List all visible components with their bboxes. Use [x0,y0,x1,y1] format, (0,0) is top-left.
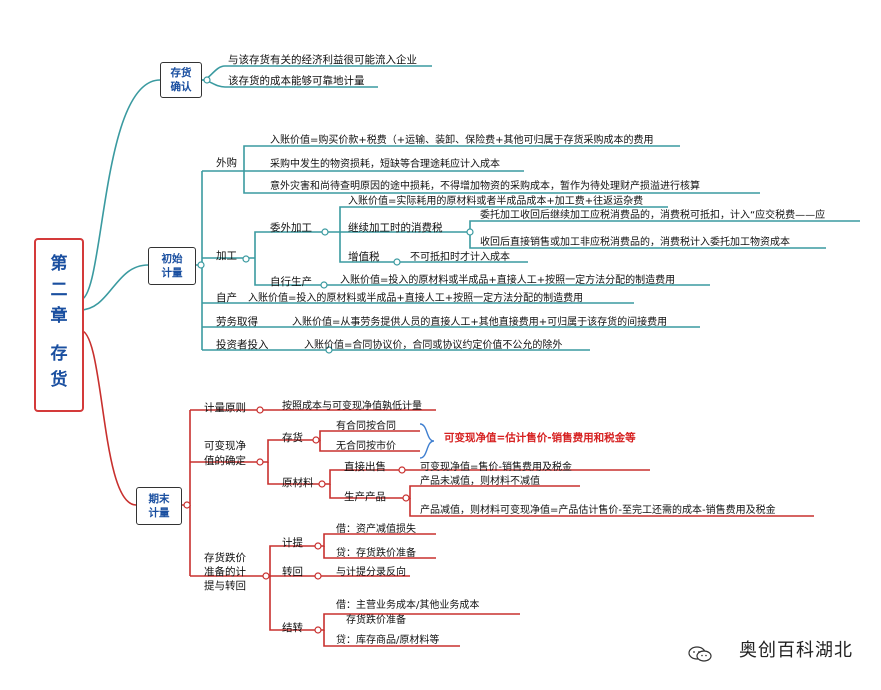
jiezhuan-item-2: 存货跌价准备 [346,615,406,626]
branch-recognition-label-2: 确认 [170,81,192,93]
sccp-item-2: 产品减值，则材料可变现净值=产品估计售价-至完工还需的成本-销售费用及税金 [420,505,776,516]
yuanze-text: 按照成本与可变现净值孰低计量 [282,401,422,412]
waigou-label: 外购 [216,157,237,169]
zhuanhui-text: 与计提分录反向 [336,567,406,578]
xfs-item-2: 收回后直接销售或加工非应税消费品的，消费税计入委托加工物资成本 [480,237,790,248]
zjcs-label: 直接出售 [344,461,386,473]
branch-recognition-label-1: 存货 [170,67,192,79]
jiti-item-2: 贷：存货跌价准备 [336,548,416,559]
dj-label-3: 提与转回 [204,580,246,592]
root-char-3: 章 [50,306,68,326]
laowu-text: 入账价值=从事劳务提供人员的直接人工+其他直接费用+可归属于该存货的间接费用 [292,317,668,328]
branch-initial-label-1: 初始 [161,253,183,265]
branch-initial-label-2: 计量 [161,267,183,279]
sccp-item-1: 产品未减值，则材料不减值 [420,476,540,487]
branch-initial-measure-node: 初始 计量 [148,247,196,285]
root-node: 第 二 章 存 货 [34,238,84,412]
branch-period-label-1: 期末 [148,493,170,505]
zixing-label: 自行生产 [270,276,312,288]
recognition-item-2: 该存货的成本能够可靠地计量 [228,75,365,87]
root-char-4: 存 [50,344,68,364]
waigou-item-3: 意外灾害和尚待查明原因的途中损耗，不得增加物资的采购成本，暂作为待处理财产损溢进… [270,181,700,192]
cunhuo-item-2: 无合同按市价 [336,441,396,452]
laowu-label: 劳务取得 [216,316,258,328]
waigou-item-2: 采购中发生的物资损耗，短缺等合理途耗应计入成本 [270,159,500,170]
branch-period-end-node: 期末 计量 [136,487,182,525]
jiezhuan-label: 结转 [282,622,303,634]
watermark-text: 奥创百科湖北 [739,640,853,661]
cunhuo-item-1: 有合同按合同 [336,421,396,432]
zzs-text: 不可抵扣时才计入成本 [410,252,510,263]
root-char-5: 货 [50,370,68,390]
branch-recognition-node: 存货 确认 [160,62,202,98]
branch-period-label-2: 计量 [148,507,170,519]
zichan-text: 入账价值=投入的原材料或半成品+直接人工+按照一定方法分配的制造费用 [248,293,584,304]
waigou-item-1: 入账价值=购买价款+税费（+运输、装卸、保险费+其他可归属于存货采购成本的费用 [270,135,654,146]
dj-label-2: 准备的计 [204,566,246,578]
jiezhuan-item-3: 贷：库存商品/原材料等 [336,635,440,646]
zjcs-text: 可变现净值=售价-销售费用及税金 [420,462,572,473]
jiezhuan-item-1: 借：主营业务成本/其他业务成本 [336,600,480,611]
recognition-item-1: 与该存货有关的经济利益很可能流入企业 [228,54,417,66]
zixing-text: 入账价值=投入的原材料或半成品+直接人工+按照一定方法分配的制造费用 [340,275,676,286]
root-char-2: 二 [50,280,68,300]
kbx-label-1: 可变现净 [204,440,246,452]
sccp-label: 生产产品 [344,491,386,503]
wechat-icon [688,646,712,662]
touzi-label: 投资者投入 [216,339,269,351]
zhuanhui-label: 转回 [282,566,303,578]
xfs-label: 继续加工时的消费税 [348,222,443,234]
cunhuo-formula: 可变现净值=估计售价-销售费用和税金等 [444,432,636,444]
weiwai-price: 入账价值=实际耗用的原材料或者半成品成本+加工费+往返运杂费 [348,196,644,207]
ycl-label: 原材料 [282,477,314,489]
root-char-1: 第 [50,254,68,274]
xfs-item-1: 委托加工收回后继续加工应税消费品的，消费税可抵扣，计入“应交税费——应 [480,210,826,221]
jiti-label: 计提 [282,537,303,549]
cunhuo-label: 存货 [282,432,303,444]
dj-label-1: 存货跌价 [204,552,246,564]
weiwai-label: 委外加工 [270,222,312,234]
kbx-label-2: 值的确定 [204,455,246,467]
jiti-item-1: 借：资产减值损失 [336,524,416,535]
zichan-label: 自产 [216,292,237,304]
touzi-text: 入账价值=合同协议价，合同或协议约定价值不公允的除外 [304,340,563,351]
yuanze-label: 计量原则 [204,402,246,414]
zzs-label: 增值税 [348,251,380,263]
jiagong-label: 加工 [216,250,237,262]
